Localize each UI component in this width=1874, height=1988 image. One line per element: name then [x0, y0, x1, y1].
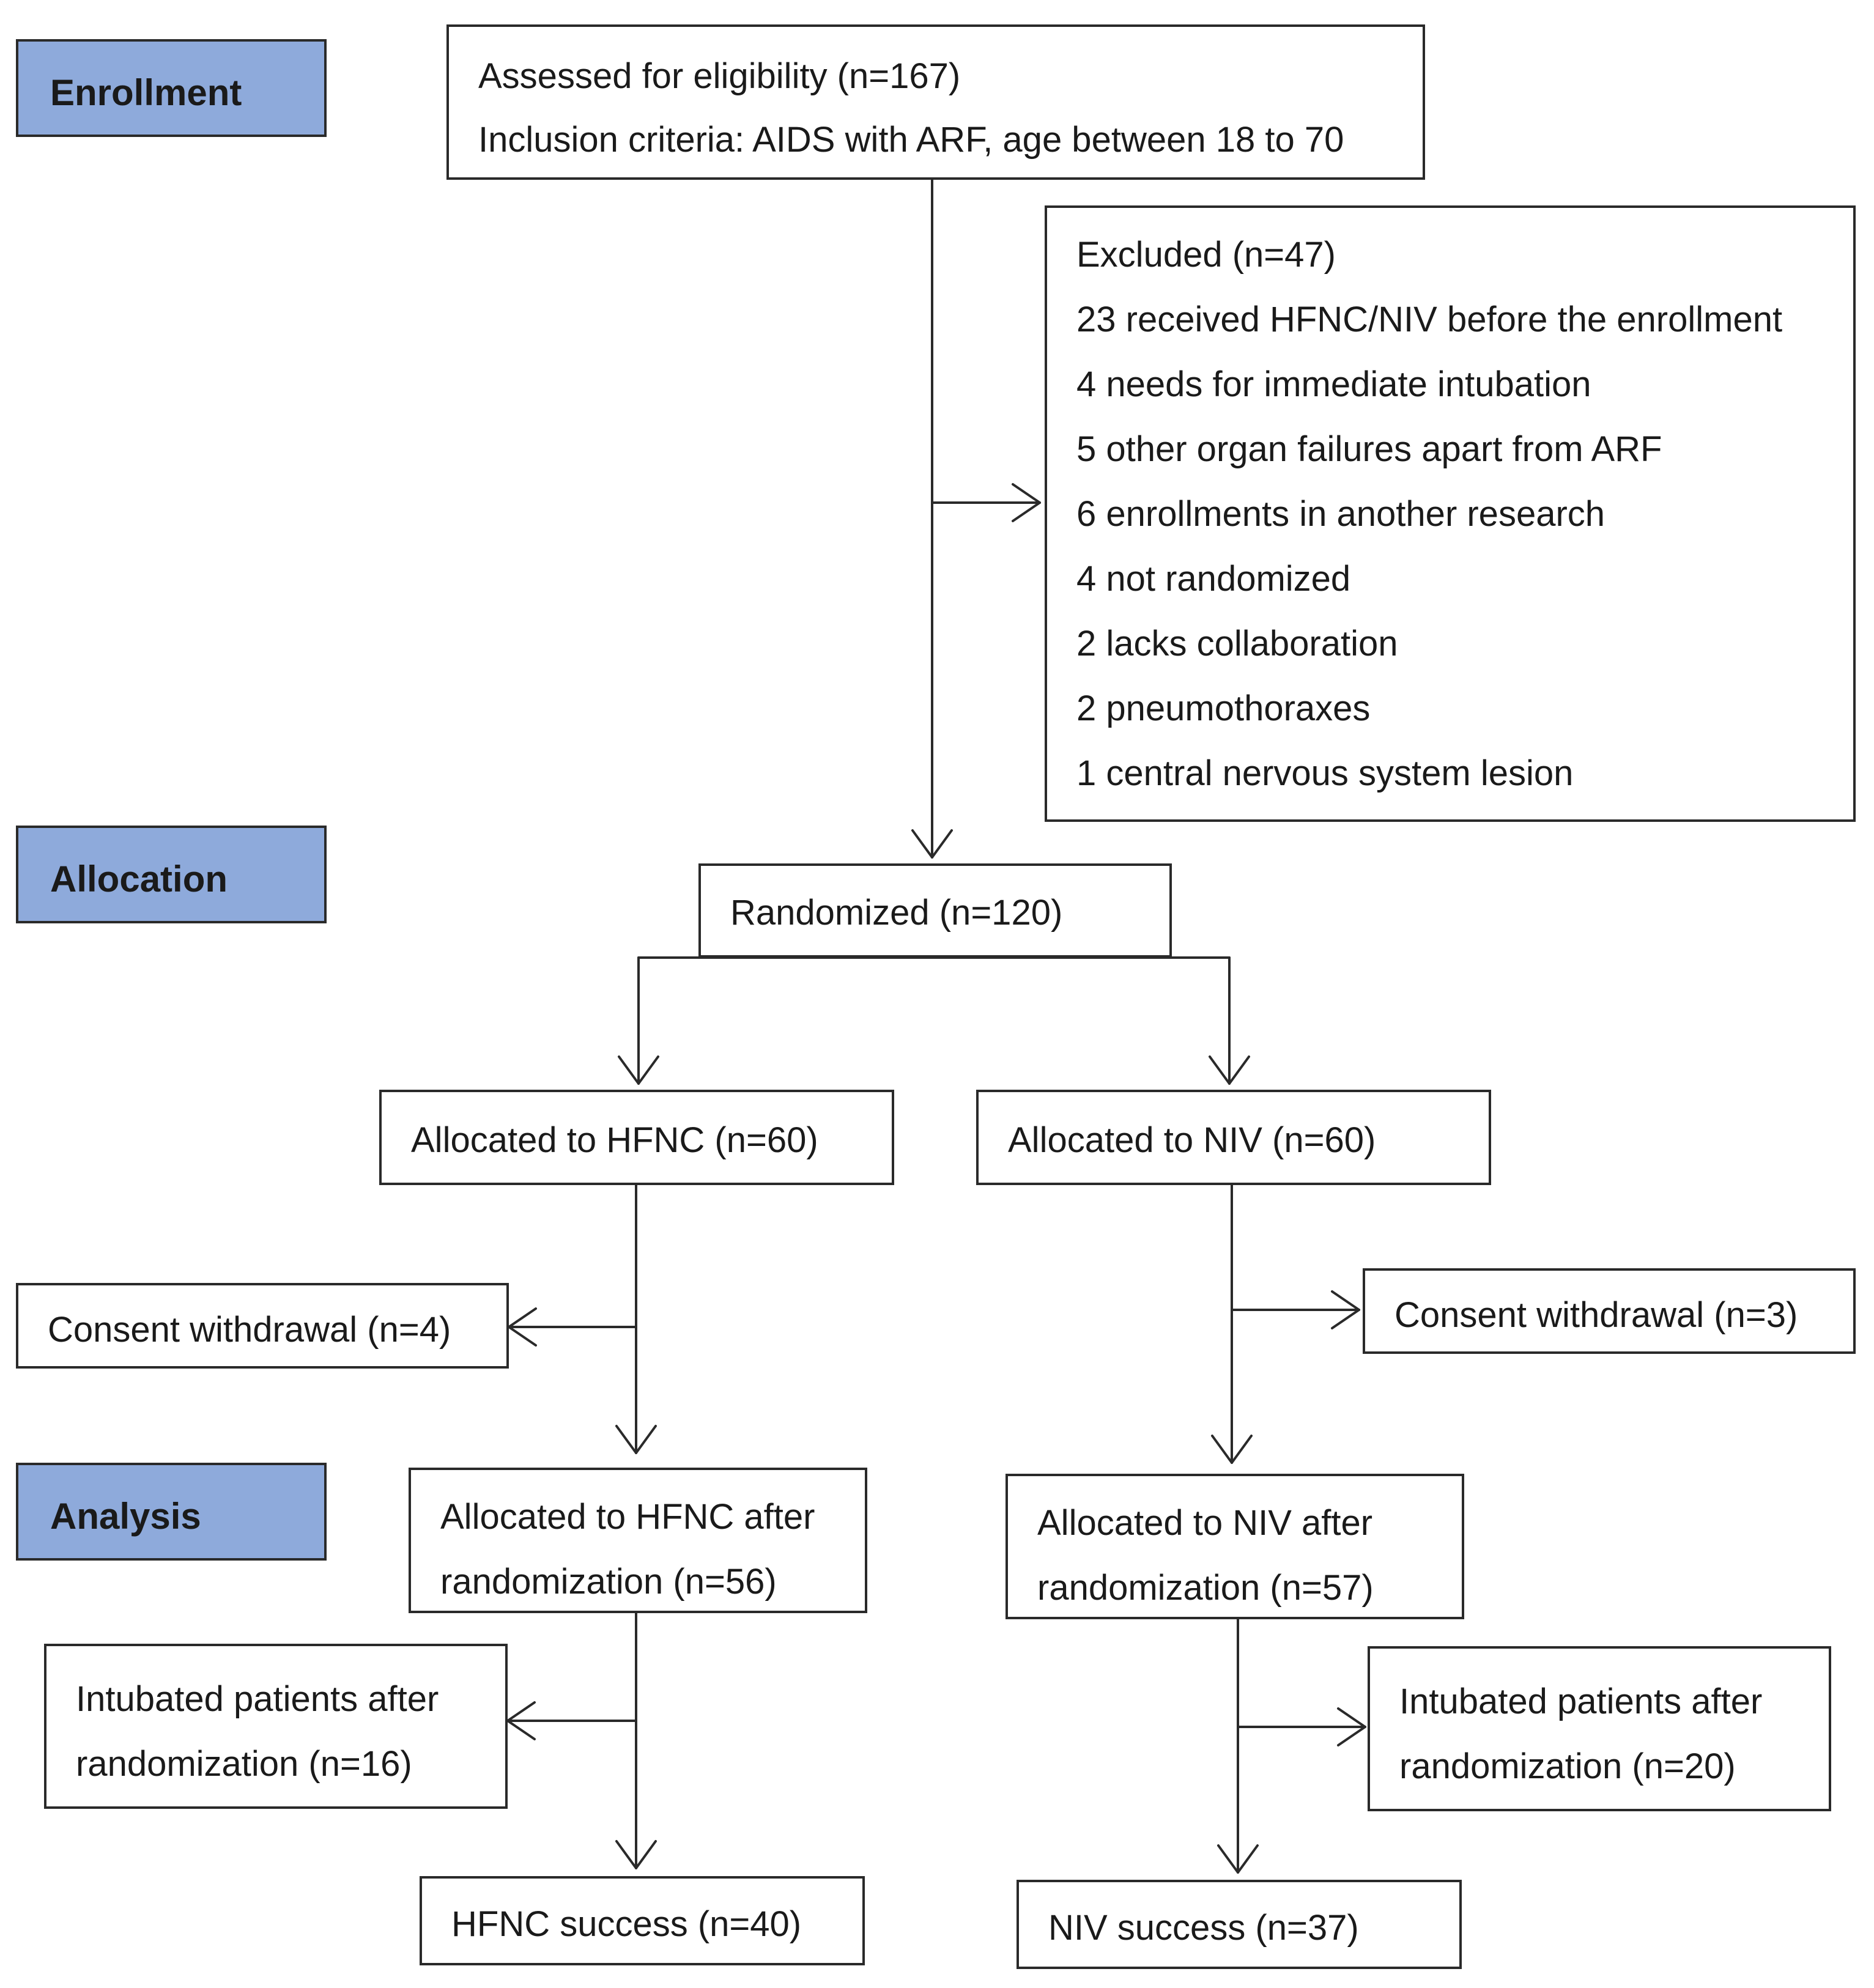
- consent-hfnc-box: Consent withdrawal (n=4): [16, 1283, 509, 1369]
- success-niv-box: NIV success (n=37): [1017, 1880, 1462, 1969]
- excluded-box: Excluded (n=47) 23 received HFNC/NIV bef…: [1045, 205, 1856, 822]
- excluded-line: 4 not randomized: [1076, 559, 1351, 599]
- after-niv-line1: Allocated to NIV after: [1037, 1503, 1373, 1543]
- arrowhead-excluded: [1012, 483, 1041, 522]
- alloc-hfnc-count: Allocated to HFNC (n=60): [411, 1120, 818, 1160]
- excluded-line: 2 pneumothoraxes: [1076, 689, 1371, 728]
- arrowhead-intub-hfnc: [506, 1701, 536, 1740]
- intub-niv-line1: Intubated patients after: [1399, 1682, 1763, 1721]
- stage-label-allocation: Allocation: [16, 826, 327, 923]
- after-niv-line2: randomization (n=57): [1037, 1568, 1374, 1608]
- success-hfnc-count: HFNC success (n=40): [451, 1904, 802, 1944]
- inclusion-criteria: Inclusion criteria: AIDS with ARF, age b…: [478, 120, 1344, 160]
- alloc-hfnc-box: Allocated to HFNC (n=60): [379, 1090, 894, 1185]
- after-hfnc-line2: randomization (n=56): [440, 1562, 777, 1602]
- stage-label-text: Allocation: [50, 859, 228, 900]
- excluded-line: Excluded (n=47): [1076, 235, 1336, 275]
- after-hfnc-line1: Allocated to HFNC after: [440, 1497, 815, 1537]
- success-hfnc-box: HFNC success (n=40): [420, 1876, 865, 1965]
- stage-label-text: Analysis: [50, 1496, 201, 1537]
- intub-hfnc-line2: randomization (n=16): [76, 1744, 412, 1784]
- excluded-line: 5 other organ failures apart from ARF: [1076, 429, 1662, 469]
- success-niv-count: NIV success (n=37): [1048, 1908, 1359, 1948]
- arrowhead-consent-niv: [1331, 1290, 1360, 1329]
- randomized-box: Randomized (n=120): [698, 863, 1172, 958]
- excluded-line: 6 enrollments in another research: [1076, 494, 1605, 534]
- stage-label-text: Enrollment: [50, 72, 242, 113]
- arrowhead-alloc-niv: [1209, 1055, 1250, 1085]
- consent-hfnc-count: Consent withdrawal (n=4): [48, 1310, 451, 1350]
- alloc-niv-box: Allocated to NIV (n=60): [976, 1090, 1491, 1185]
- excluded-line: 1 central nervous system lesion: [1076, 753, 1574, 793]
- arrowhead-success-niv: [1217, 1844, 1259, 1874]
- consent-niv-box: Consent withdrawal (n=3): [1363, 1268, 1856, 1354]
- intub-hfnc-box: Intubated patients after randomization (…: [44, 1644, 508, 1809]
- arrowhead-randomized: [911, 829, 953, 859]
- stage-label-analysis: Analysis: [16, 1463, 327, 1561]
- arrowhead-success-hfnc: [615, 1840, 657, 1869]
- arrowhead-intub-niv: [1337, 1707, 1366, 1746]
- excluded-line: 2 lacks collaboration: [1076, 624, 1398, 663]
- assessed-box: Assessed for eligibility (n=167) Inclusi…: [446, 24, 1425, 180]
- stage-label-enrollment: Enrollment: [16, 39, 327, 137]
- arrowhead-after-hfnc: [615, 1425, 657, 1454]
- intub-hfnc-line1: Intubated patients after: [76, 1679, 439, 1719]
- consent-niv-count: Consent withdrawal (n=3): [1394, 1295, 1798, 1335]
- alloc-niv-count: Allocated to NIV (n=60): [1008, 1120, 1376, 1160]
- excluded-line: 23 received HFNC/NIV before the enrollme…: [1076, 300, 1783, 339]
- arrowhead-alloc-hfnc: [618, 1055, 659, 1085]
- randomized-count: Randomized (n=120): [730, 893, 1063, 933]
- intub-niv-box: Intubated patients after randomization (…: [1368, 1646, 1831, 1811]
- assessed-count: Assessed for eligibility (n=167): [478, 56, 961, 96]
- arrowhead-after-niv: [1211, 1435, 1253, 1464]
- arrowhead-consent-hfnc: [508, 1307, 537, 1347]
- after-hfnc-box: Allocated to HFNC after randomization (n…: [409, 1468, 867, 1613]
- intub-niv-line2: randomization (n=20): [1399, 1746, 1736, 1786]
- excluded-line: 4 needs for immediate intubation: [1076, 364, 1591, 404]
- after-niv-box: Allocated to NIV after randomization (n=…: [1006, 1474, 1464, 1619]
